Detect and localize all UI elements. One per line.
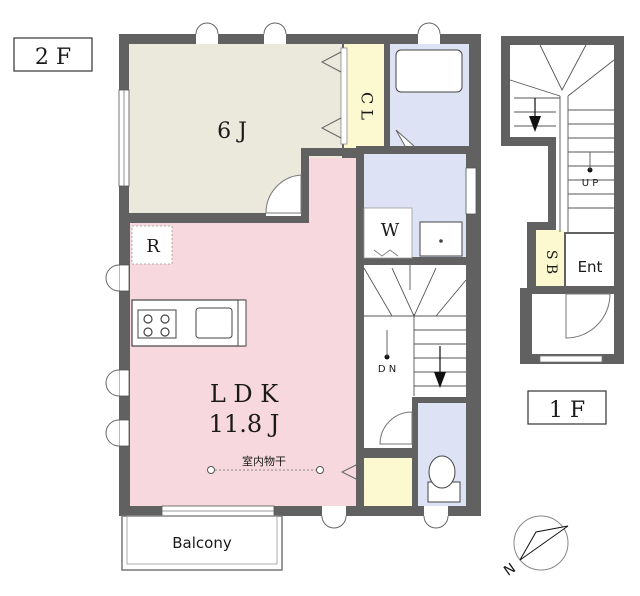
compass-north-label: N [501, 560, 519, 579]
washbasin [419, 221, 463, 257]
ldk-window [118, 264, 130, 292]
entrance-door [565, 293, 611, 339]
closet-label: C L [358, 92, 377, 120]
washroom-window [465, 167, 477, 215]
burner-icon [143, 327, 153, 337]
indoor-drying-label: 室内物干 [242, 454, 286, 468]
window [264, 34, 286, 44]
floor-tag-2f-text: 2 F [35, 45, 71, 70]
wall [301, 150, 309, 223]
entrance [566, 234, 614, 286]
washing-machine-space [363, 207, 413, 259]
stove [137, 309, 177, 339]
window-swing [105, 419, 120, 447]
bathtub [395, 49, 463, 93]
closet-door [340, 47, 348, 145]
second-floor: 6 J C L R W D N L D K 11.8 J 室内物干 Balcon… [105, 22, 481, 571]
bedroom-door [265, 174, 302, 214]
window-swing [105, 264, 120, 292]
wall [356, 257, 469, 265]
wall [412, 397, 470, 403]
window-swing [263, 22, 287, 35]
window-swing [417, 22, 441, 35]
compass-icon: N [501, 515, 569, 580]
down-arrow-icon [434, 372, 446, 388]
bath-door-swing [395, 129, 415, 147]
window-swing [195, 22, 219, 35]
bedroom-label: 6 J [217, 119, 247, 144]
storage-door-swing [340, 461, 363, 483]
wall [129, 213, 309, 223]
window [322, 506, 346, 516]
ldk-window [118, 419, 130, 447]
kitchen-sink [195, 307, 233, 339]
shoe-box-label: S B [543, 250, 559, 274]
refrigerator-space [131, 225, 173, 265]
burner-icon [160, 327, 170, 337]
floor-tag-1f [527, 390, 607, 425]
ldk-area: 11.8 J [209, 410, 280, 438]
staircase-1f-side [556, 132, 614, 232]
wall [356, 148, 364, 506]
stairs-up-label: U P [582, 178, 599, 189]
staircase-1f-steps [509, 44, 615, 232]
floor-tag-1f-text: 1 F [549, 398, 585, 423]
wall [412, 397, 418, 507]
refrigerator-label: R [146, 236, 160, 257]
window-swing [105, 369, 120, 397]
toilet-door [379, 411, 413, 445]
window [418, 34, 440, 44]
window-swing [321, 515, 347, 529]
stairs-down-label: D N [378, 364, 396, 375]
closet-door-swing [320, 51, 342, 139]
window-swing [423, 515, 449, 529]
washer-label: W [381, 220, 400, 241]
closet [344, 44, 384, 148]
toilet-bowl [428, 455, 456, 489]
storage-closet [364, 458, 412, 506]
wall [356, 146, 471, 154]
first-floor: U P S B Ent [501, 36, 624, 364]
wall [301, 148, 361, 156]
porch-step [539, 355, 603, 363]
staircase-1f-top [510, 45, 614, 137]
balcony-label: Balcony [172, 534, 232, 552]
window [196, 34, 218, 44]
entrance-label: Ent [578, 258, 603, 276]
burner-icon [160, 314, 170, 324]
window [424, 506, 448, 516]
floor-tag-2f [13, 37, 93, 72]
down-arrow-icon [529, 116, 541, 132]
wall [384, 44, 390, 150]
ldk-label: L D K [210, 380, 279, 408]
counter-end [237, 299, 247, 347]
balcony [121, 515, 283, 571]
wall [356, 448, 414, 458]
burner-icon [143, 314, 153, 324]
ldk-window [118, 369, 130, 397]
shoe-box [536, 230, 564, 286]
washbasin-drain [439, 239, 443, 243]
